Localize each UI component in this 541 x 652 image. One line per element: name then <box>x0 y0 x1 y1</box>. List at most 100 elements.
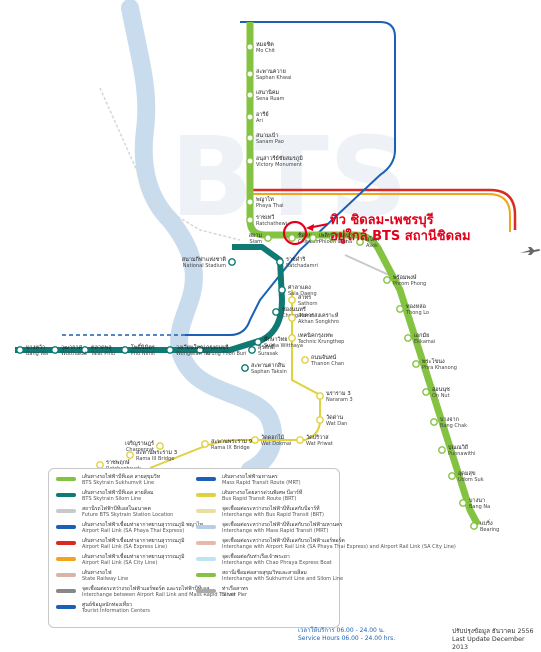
station-n6-marker[interactable] <box>246 91 254 99</box>
station-b9-label-english: Rama IX Bridge <box>211 445 250 451</box>
station-b9-marker[interactable] <box>201 440 209 448</box>
station-b8-marker[interactable] <box>251 436 259 444</box>
station-b11-label-thai: สะพานพระราม 3 <box>136 449 178 456</box>
station-s10-marker[interactable] <box>81 346 89 354</box>
station-s6-marker[interactable] <box>241 364 249 372</box>
legend-label-english: Interchange with Chao Phraya Express Boa… <box>222 560 332 566</box>
legend-label-thai: เส้นทางรถไฟฟ้าบีทีเอส สายสีลม <box>82 490 154 496</box>
station-b2-label-thai: อาคารสงเคราะห์ <box>298 312 339 319</box>
station-w1-marker[interactable] <box>228 258 236 266</box>
station-s8-label-thai: วงเวียนใหญ่ <box>176 344 205 351</box>
station-n5-marker[interactable] <box>246 113 254 121</box>
legend-swatch <box>56 541 76 545</box>
station-e10-marker[interactable] <box>430 418 438 426</box>
annotation-arrowhead <box>306 224 314 231</box>
station-e4-marker[interactable] <box>356 238 364 246</box>
bts-watermark: BTS <box>170 113 408 241</box>
station-b7-marker[interactable] <box>296 436 304 444</box>
station-cs-label-english: Siam <box>250 239 263 245</box>
station-b1-marker[interactable] <box>288 296 296 304</box>
station-s1-marker[interactable] <box>276 258 284 266</box>
station-e6-marker[interactable] <box>396 305 404 313</box>
station-e13-label-thai: บางนา <box>469 498 485 504</box>
station-n2-marker[interactable] <box>246 198 254 206</box>
station-n1-label-thai: ราชเทวี <box>256 214 274 221</box>
legend-swatch <box>196 541 216 545</box>
legend-label-english: Future BTS Skytrain Station Location <box>82 512 174 518</box>
station-e5-marker[interactable] <box>383 276 391 284</box>
station-n7-marker[interactable] <box>246 70 254 78</box>
legend-label-thai: เส้นทางรถไฟฟ้าเชื่อมท่าอากาศยานสุวรรณภูม… <box>82 522 203 528</box>
station-e11-marker[interactable] <box>438 446 446 454</box>
station-n4-marker[interactable] <box>246 134 254 142</box>
station-e9-marker[interactable] <box>422 388 430 396</box>
station-b2-marker[interactable] <box>288 314 296 322</box>
legend-label-thai: เส้นทางรถไฟฟ้าเชื่อมท่าอากาศยานสุวรรณภูม… <box>82 538 185 544</box>
station-b5-marker[interactable] <box>316 392 324 400</box>
station-e7-marker[interactable] <box>404 334 412 342</box>
station-b8-label-english: Wat Dokmai <box>261 441 291 447</box>
legend-label-thai: เส้นทางรถไฟ <box>82 570 112 576</box>
station-b6-marker[interactable] <box>316 416 324 424</box>
station-b4-marker[interactable] <box>301 356 309 364</box>
annotation-line-1: ทิว ชิดลม-เพชรบุรี <box>330 213 434 228</box>
station-s8-marker[interactable] <box>166 346 174 354</box>
legend-label-english: BTS Skytrain Silom Line <box>82 496 142 502</box>
station-n3-marker[interactable] <box>246 157 254 165</box>
station-s4-marker[interactable] <box>254 338 262 346</box>
annotation-line-2: อยู่ใกล้ BTS สถานีชิดลม <box>330 229 471 244</box>
station-s11-marker[interactable] <box>51 346 59 354</box>
legend-label-thai: สถานีเชื่อมต่อสายสุขุมวิทและสายสีลม <box>222 570 307 576</box>
station-b10-marker[interactable] <box>156 442 164 450</box>
station-b11-marker[interactable] <box>126 451 134 459</box>
station-s2-marker[interactable] <box>278 286 286 294</box>
station-e7-label-english: Ekkamai <box>414 339 435 345</box>
station-s5-marker[interactable] <box>248 346 256 354</box>
station-b1-label-english: Sathorn <box>298 301 318 307</box>
station-s2-label-english: Sala Daeng <box>288 291 317 297</box>
station-b3-marker[interactable] <box>288 334 296 342</box>
station-n1-marker[interactable] <box>246 216 254 224</box>
station-s6-label-english: Saphan Taksin <box>251 369 287 375</box>
station-e13-marker[interactable] <box>459 499 467 507</box>
airport-rail-link-express <box>247 188 517 230</box>
station-e14-label-english: Bearing <box>480 527 499 533</box>
silom-stations: สนามกีฬาแห่งชาติNational StadiumราชดำริR… <box>16 256 318 375</box>
station-s11-label-thai: วุฒากาศ <box>61 344 83 351</box>
station-e3-marker[interactable] <box>329 234 337 242</box>
legend-label-english: Mass Rapid Transit Route (MRT) <box>222 480 301 486</box>
station-e8-marker[interactable] <box>412 360 420 368</box>
service-hours: เวลาให้บริการ 06.00 - 24.00 น. Service H… <box>298 627 395 643</box>
legend-item: จุดเชื่อมต่อระหว่างรถไฟฟ้าแอร์พอร์ต และร… <box>56 586 236 598</box>
station-n8-label-thai: หมอชิต <box>256 41 274 48</box>
station-b10-label-thai: เจริญราษฎร์ <box>125 440 154 447</box>
station-s12-marker[interactable] <box>16 346 24 354</box>
station-s7-marker[interactable] <box>196 346 204 354</box>
legend-item: เส้นทางรถไฟฟ้าเชื่อมท่าอากาศยานสุวรรณภูม… <box>56 538 185 550</box>
station-n4-label-english: Sanam Pao <box>256 139 284 145</box>
station-b8-label-thai: วัดดอกไม้ <box>261 434 285 441</box>
station-s12-label-thai: บางหว้า <box>26 344 45 351</box>
station-s3-marker[interactable] <box>272 308 280 316</box>
station-n4-label-thai: สนามเป้า <box>256 132 278 139</box>
legend-item: จุดเชื่อมต่อระหว่างรถไฟฟ้าบีทีเอสกับบีอา… <box>196 506 324 518</box>
legend-label-english: Airport Rail Link (SA Express Line) <box>82 544 168 550</box>
station-s9-marker[interactable] <box>121 346 129 354</box>
legend-swatch <box>56 605 76 609</box>
station-e2-marker[interactable] <box>309 234 317 242</box>
legend-label-thai: สถานีรถไฟฟ้าบีทีเอสในอนาคต <box>82 506 151 512</box>
station-e1-marker[interactable] <box>288 234 296 242</box>
legend-swatch <box>196 573 216 577</box>
station-e12-marker[interactable] <box>448 472 456 480</box>
station-e14-marker[interactable] <box>470 522 478 530</box>
station-e11-label-english: Punnawithi <box>448 451 476 457</box>
station-n8-label-english: Mo Chit <box>256 48 275 54</box>
station-n8-marker[interactable] <box>246 43 254 51</box>
station-s10-label-thai: ตลาดพลู <box>91 345 112 351</box>
chit-lom-highlight-circle <box>282 220 308 246</box>
station-e10-label-english: Bang Chak <box>440 423 467 429</box>
station-cs-marker[interactable] <box>264 234 272 242</box>
